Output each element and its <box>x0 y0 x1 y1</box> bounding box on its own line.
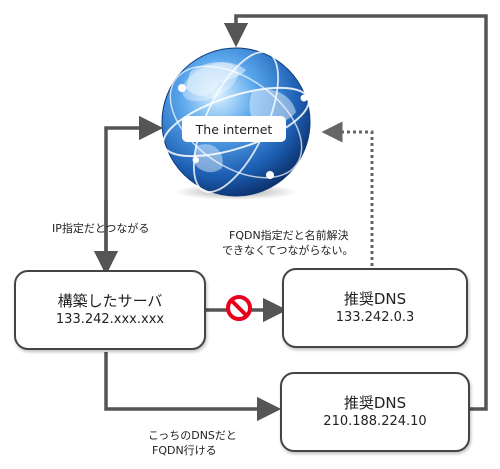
dns2-box[interactable]: 推奨DNS 210.188.224.10 <box>280 372 470 452</box>
note-fqdn-ng-line1: FQDN指定だと名前解決 <box>229 229 349 242</box>
note-fqdn-ng-line2: できなくてつながらない。 <box>222 244 354 257</box>
no-entry-icon <box>226 295 252 321</box>
dns2-ip: 210.188.224.10 <box>323 414 427 430</box>
dns1-title: 推奨DNS <box>343 289 407 308</box>
arrow-dns2-internet <box>223 14 488 411</box>
arrow-server-dns2 <box>104 352 282 422</box>
dotted-arrow-dns1-internet <box>321 121 374 266</box>
dns2-title: 推奨DNS <box>343 393 407 412</box>
note-ip-ok: IP指定だとつながる <box>52 222 150 235</box>
server-box[interactable]: 構築したサーバ 133.242.xxx.xxx <box>14 270 206 350</box>
note-dns2-ok-line2: FQDN行ける <box>152 444 217 457</box>
dns1-box[interactable]: 推奨DNS 133.242.0.3 <box>282 268 468 348</box>
server-title: 構築したサーバ <box>57 291 163 310</box>
internet-label: The internet <box>182 116 286 142</box>
dns1-ip: 133.242.0.3 <box>335 310 415 326</box>
arrow-server-internet <box>93 115 164 276</box>
server-ip: 133.242.xxx.xxx <box>55 312 165 328</box>
note-dns2-ok-line1: こっちのDNSだと <box>148 429 237 442</box>
